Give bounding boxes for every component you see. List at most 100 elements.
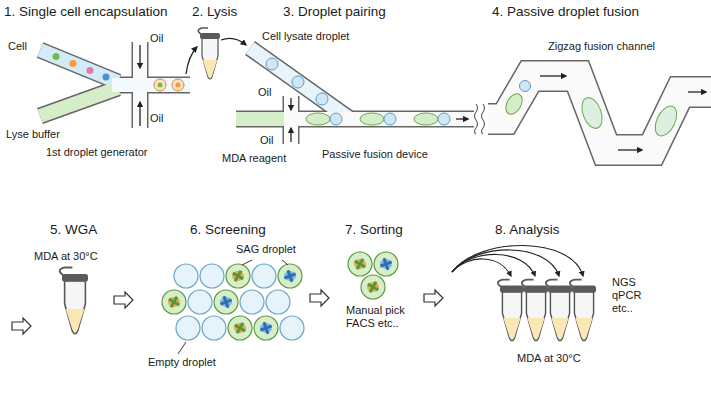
cell-droplets — [154, 79, 166, 91]
flow-arrows — [139, 45, 140, 68]
droplet-cluster — [226, 264, 250, 288]
wga-tube — [60, 267, 88, 333]
leader-lines — [242, 260, 252, 265]
droplet-cluster — [202, 316, 226, 340]
dispense-arrows — [452, 254, 535, 276]
channel-break — [475, 104, 484, 134]
fusing-droplets — [502, 91, 525, 117]
droplet-cluster — [214, 290, 238, 314]
lysis-tube — [198, 28, 220, 79]
step-arrow — [12, 318, 31, 334]
dispense-arrows — [452, 245, 583, 276]
dispense-arrows — [452, 259, 511, 276]
part-label: MDA at 30°C — [517, 352, 581, 365]
lysate-droplets — [266, 58, 278, 70]
step-heading: 4. Passive droplet fusion — [492, 4, 639, 20]
droplet-cluster — [254, 316, 278, 340]
lysate-droplets — [316, 93, 328, 105]
droplet-cluster — [266, 290, 290, 314]
step-heading: 8. Analysis — [495, 222, 560, 238]
paired-droplets — [330, 113, 342, 125]
lysate-droplets — [266, 58, 328, 105]
cell-droplets — [172, 79, 184, 91]
droplet-generator — [40, 88, 118, 116]
step-arrow — [424, 290, 443, 306]
channel-break — [475, 104, 478, 134]
paired-droplets — [384, 113, 396, 125]
flow-arrows — [140, 38, 246, 126]
sorted-droplets — [348, 252, 398, 299]
step-arrow — [114, 292, 133, 308]
part-label: Oil — [150, 32, 163, 45]
step-heading: 6. Screening — [190, 222, 266, 238]
cell-droplets — [154, 79, 184, 91]
droplet-cluster — [162, 290, 186, 314]
droplet-generator — [40, 42, 190, 128]
sorted-droplets — [348, 252, 372, 276]
cells — [70, 60, 77, 67]
fusion-device — [250, 48, 350, 119]
paired-droplets — [438, 113, 450, 125]
sorted-droplets — [374, 252, 398, 276]
paired-droplets — [306, 113, 330, 125]
zigzag-channel — [488, 76, 711, 150]
paired-droplets — [414, 113, 438, 125]
droplet-cluster — [162, 264, 304, 340]
flow-arrows — [290, 98, 291, 110]
flow-arrows — [291, 98, 468, 142]
step-arrow — [310, 290, 329, 306]
fusion-device — [250, 48, 350, 119]
part-label: NGS qPCR etc.. — [612, 276, 641, 316]
analysis-tubes — [498, 280, 524, 341]
cells — [103, 74, 110, 81]
droplet-cluster — [240, 290, 264, 314]
analysis-tubes — [546, 280, 572, 341]
analysis-tubes — [498, 280, 596, 341]
part-label: Zigzag fusion channel — [548, 40, 655, 53]
fusion-device — [236, 48, 474, 144]
fusion-device — [236, 112, 284, 126]
cells — [53, 53, 60, 60]
step-heading: 7. Sorting — [345, 222, 403, 238]
paired-droplets — [306, 113, 450, 125]
fusing-droplets — [578, 95, 606, 131]
flow-arrows — [221, 38, 246, 45]
droplet-cluster — [278, 264, 302, 288]
part-label: Lyse buffer — [6, 128, 60, 141]
droplet-cluster — [200, 264, 224, 288]
step-heading: 1. Single cell encapsulation — [4, 4, 168, 20]
fusing-droplets — [502, 81, 681, 140]
analysis-tubes — [522, 280, 548, 341]
fusing-droplets — [651, 103, 681, 140]
part-label: Oil — [258, 86, 271, 99]
droplet-cluster — [280, 316, 304, 340]
droplet-generator — [110, 77, 190, 94]
cell-droplets — [176, 83, 181, 88]
flow-arrows — [456, 118, 468, 119]
part-label: Manual pick FACS etc.. — [346, 304, 418, 330]
step-heading: 2. Lysis — [192, 4, 237, 20]
leader-lines — [282, 260, 288, 265]
flow-arrows — [290, 128, 291, 142]
part-label: SAG droplet — [236, 243, 296, 256]
droplet-cluster — [188, 290, 212, 314]
paired-droplets — [360, 113, 384, 125]
lysate-droplets — [292, 76, 304, 88]
cell-droplets — [158, 83, 163, 88]
dispense-arrows — [452, 245, 583, 276]
droplet-generator — [112, 78, 190, 92]
fusion-device — [283, 112, 474, 126]
droplet-generator — [40, 88, 118, 116]
droplet-cluster — [228, 316, 252, 340]
flow-arrows — [186, 47, 197, 74]
step-heading: 5. WGA — [50, 222, 97, 238]
flow-arrows — [139, 102, 140, 126]
dispense-arrows — [452, 250, 559, 276]
zigzag-channel — [488, 76, 711, 150]
fusing-droplets — [520, 81, 531, 92]
droplet-generator — [40, 50, 118, 82]
part-label: 1st droplet generator — [46, 146, 148, 159]
part-label: Oil — [150, 112, 163, 125]
